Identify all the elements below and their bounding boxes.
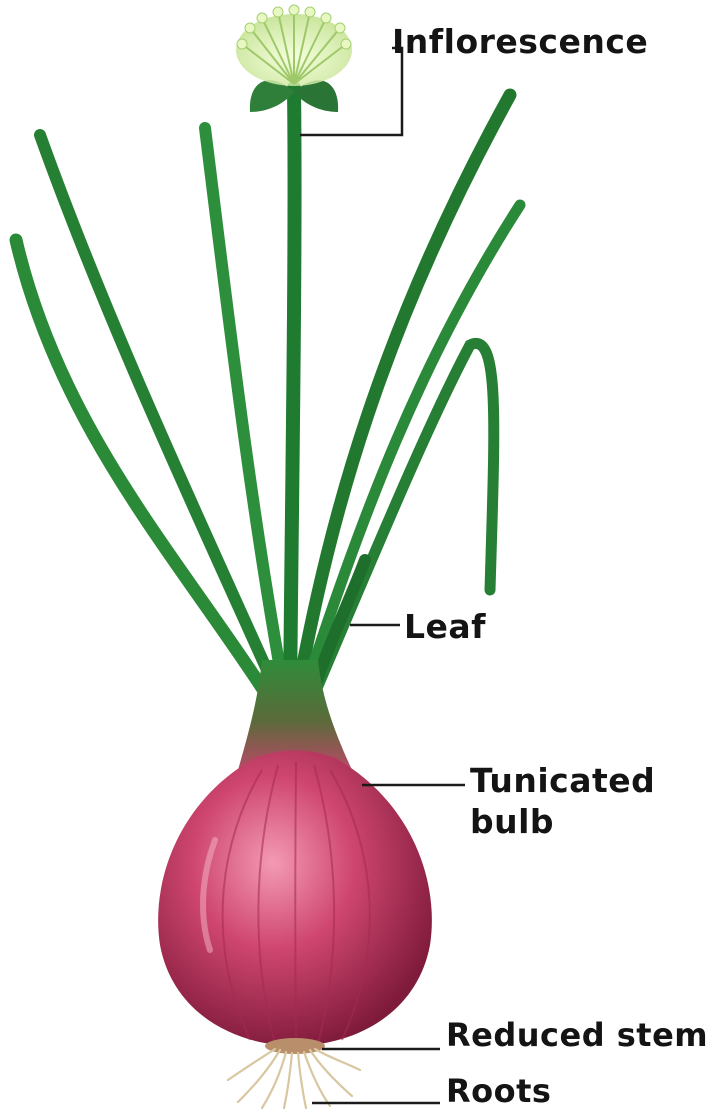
label-inflorescence: Inflorescence (392, 22, 648, 61)
leaf-center-left (205, 128, 282, 680)
label-roots: Roots (446, 1072, 551, 1109)
leaf-center-right (300, 95, 510, 680)
inflorescence (236, 5, 352, 86)
label-tunicated-bulb-line2: bulb (470, 801, 655, 842)
roots (228, 1049, 360, 1108)
label-tunicated-bulb: Tunicated bulb (470, 760, 655, 843)
flower-stalk (290, 88, 295, 700)
reduced-stem (265, 1038, 325, 1054)
label-leaf: Leaf (404, 607, 486, 646)
label-tunicated-bulb-line1: Tunicated (470, 760, 655, 801)
tunicated-bulb (158, 751, 432, 1047)
label-reduced-stem: Reduced stem (446, 1016, 708, 1054)
